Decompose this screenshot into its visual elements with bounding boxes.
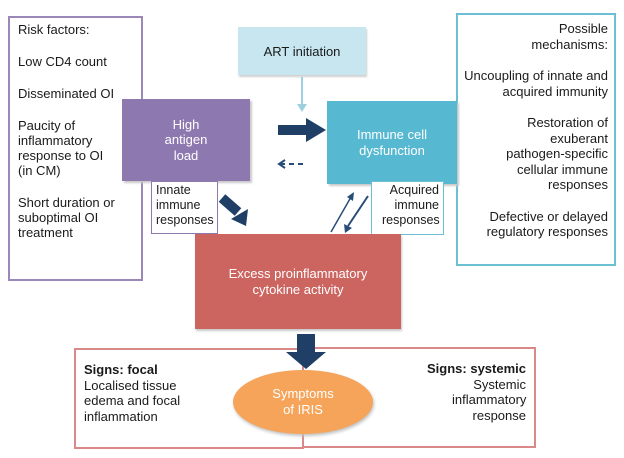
mechanism-item: Uncoupling of innate and acquired immuni… [464,68,608,99]
cytokine-to-immune-arrow [330,192,354,233]
risk-factor-item: Low CD4 count [18,54,107,69]
dashed-feedback-arrow [277,159,303,169]
immune-to-cytokine-arrow [344,195,369,233]
art-down-arrow [297,77,307,112]
antigen-to-immune-arrow [278,118,326,142]
risk-factor-item: Paucity of inflammatory response to OI (… [18,118,104,178]
focal-signs-text: Localised tissue edema and focal inflamm… [84,377,181,424]
mechanism-item: Restoration of exuberant pathogen-specif… [506,115,608,192]
iris-symptoms-node: Symptoms of IRIS [233,370,373,434]
cytokine-label: Excess proinflammatory cytokine activity [228,266,368,297]
systemic-signs-box: Signs: systemic Systemic inflammatory re… [304,347,536,448]
risk-factors-box: Risk factors: Low CD4 count Disseminated… [8,16,143,281]
art-label: ART initiation [263,43,341,59]
high-antigen-load-node: High antigen load [122,99,250,181]
acquired-label: Acquired immune responses [382,183,440,227]
immune-label: Immune cell dysfunction [356,127,428,158]
focal-signs-title: Signs: focal [84,362,158,377]
mechanisms-box: Possible mechanisms: Uncoupling of innat… [456,13,616,266]
immune-cell-dysfunction-node: Immune cell dysfunction [327,101,457,184]
mechanism-item: Defective or delayed regulatory response… [486,208,608,240]
focal-signs-box: Signs: focal Localised tissue edema and … [74,348,304,449]
art-initiation-node: ART initiation [238,27,366,75]
risk-factors-title: Risk factors: [18,22,90,37]
mechanisms-title: Possible mechanisms: [531,21,608,52]
antigen-label: High antigen load [164,116,208,163]
systemic-signs-text: Systemic inflammatory response [452,376,527,423]
risk-factor-item: Disseminated OI [18,86,115,101]
cytokine-activity-node: Excess proinflammatory cytokine activity [195,234,401,329]
risk-factor-item: Short duration or suboptimal OI treatmen… [18,195,115,240]
systemic-signs-title: Signs: systemic [427,361,526,376]
innate-label: Innate immune responses [156,183,214,227]
innate-to-cytokine-arrow [218,194,248,226]
acquired-immune-responses-label: Acquired immune responses [371,181,444,235]
iris-label: Symptoms of IRIS [272,386,334,417]
innate-immune-responses-label: Innate immune responses [151,181,218,234]
